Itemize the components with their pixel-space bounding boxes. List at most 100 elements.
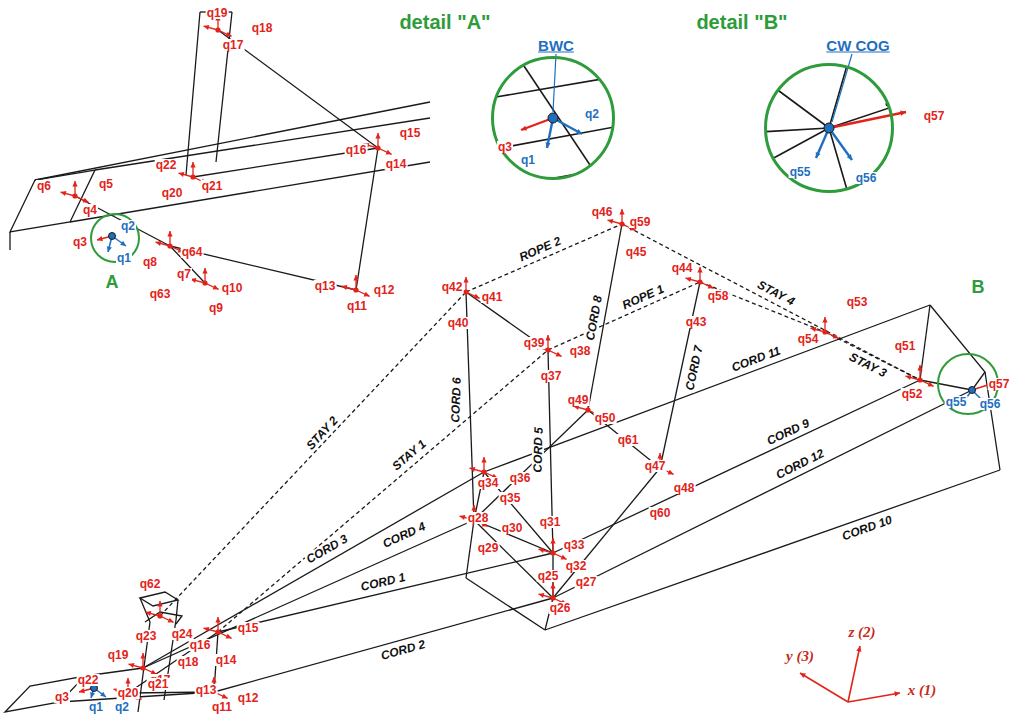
member-line: [143, 520, 474, 668]
dof-number: q58: [707, 290, 730, 302]
arrow-head: [90, 692, 95, 698]
dof-number: q36: [509, 472, 532, 484]
member-line: [218, 553, 553, 632]
arrow-head: [608, 219, 614, 224]
dof-number: q3: [54, 691, 70, 703]
dof-number: q27: [575, 576, 598, 588]
dof-number: q40: [447, 317, 470, 329]
arrow-head: [471, 505, 476, 510]
arrow-head: [100, 692, 106, 697]
member-line: [218, 30, 378, 148]
member-line: [553, 468, 660, 598]
arrow-head: [906, 375, 912, 380]
dof-number: q62: [139, 578, 162, 590]
dof-number: q50: [594, 412, 617, 424]
node-dot: [167, 243, 172, 248]
dof-number: q20: [117, 687, 140, 699]
arrow-head: [697, 267, 702, 272]
member-label: CORD 10: [840, 513, 895, 542]
node-dot: [190, 174, 195, 179]
dof-number: q15: [399, 127, 422, 139]
dof-number: q19: [206, 7, 229, 19]
arrow-head: [550, 583, 555, 588]
dof-number: q37: [540, 370, 563, 382]
cog-dot: [824, 123, 834, 133]
node-dot: [353, 287, 358, 292]
dof-number: q51: [894, 340, 917, 352]
dof-number: q22: [155, 159, 178, 171]
arrow-head: [463, 277, 468, 282]
dof-number: q43: [685, 316, 708, 328]
detail-tag: A: [105, 273, 120, 291]
node-dot: [72, 193, 77, 198]
arrow-head: [125, 678, 130, 683]
arrow-head: [539, 593, 545, 598]
dof-number: q14: [215, 654, 238, 666]
dof-number: q35: [499, 492, 522, 504]
arrow-head: [167, 231, 172, 236]
dof-number: q9: [208, 302, 224, 314]
dof-arrow: [829, 128, 852, 160]
arrow-head: [61, 191, 67, 196]
arrow-head: [556, 352, 562, 357]
member-label: ROPE 1: [620, 282, 667, 312]
arrow-head: [353, 275, 358, 280]
dof-number: q45: [625, 246, 648, 258]
dof-number: q25: [537, 570, 560, 582]
arrow-head: [470, 467, 476, 472]
dof-number: q63: [149, 288, 172, 300]
member-line: [466, 578, 545, 630]
dof-number: q11: [211, 701, 233, 713]
dof-number: q13: [314, 280, 337, 292]
dof-number: q41: [481, 291, 504, 303]
arrow-head: [140, 653, 145, 658]
member-label: CORD 6: [449, 376, 463, 424]
member-line: [920, 380, 972, 390]
node-dot: [215, 27, 220, 32]
stay-line: [160, 292, 466, 616]
arrow-head: [211, 677, 216, 682]
arrow-head: [481, 457, 486, 462]
arrow-head: [204, 627, 210, 632]
stay-line: [825, 332, 920, 380]
dof-number: q55: [789, 166, 812, 178]
arrow-head: [686, 277, 692, 282]
dof-arrow: [800, 673, 848, 702]
dof-number: q48: [673, 482, 696, 494]
dof-number: q64: [181, 246, 204, 258]
member-line: [775, 88, 829, 128]
node-dot: [550, 595, 555, 600]
member-line: [829, 62, 848, 128]
arrow-head: [157, 601, 162, 606]
detail-circle: detail "A"BWCq3q2q1: [491, 56, 615, 180]
dof-number: q2: [584, 108, 600, 120]
arrow-head: [521, 126, 527, 131]
dof-number: q1: [116, 252, 132, 264]
stay-line: [622, 224, 920, 380]
dof-number: q39: [523, 337, 546, 349]
axis-label: z (2): [847, 625, 876, 640]
dof-number: q21: [201, 180, 224, 192]
node-dot: [157, 613, 162, 618]
member-outline: [5, 676, 85, 712]
member-line: [553, 380, 920, 553]
dof-number: q26: [549, 602, 572, 614]
dof-number: q29: [477, 542, 500, 554]
dof-number: q49: [567, 394, 590, 406]
dof-number: q22: [77, 674, 100, 686]
node-dot: [917, 377, 922, 382]
member-outline: [10, 170, 95, 232]
node-dot: [886, 102, 891, 107]
dof-number: q15: [237, 622, 260, 634]
dof-number: q17: [222, 39, 245, 51]
point-name: BWC: [537, 38, 575, 53]
member-label: CORD 12: [773, 447, 827, 482]
member-line: [466, 520, 474, 578]
axis-label: y (3): [785, 649, 815, 664]
member-line: [760, 128, 829, 132]
member-line: [484, 305, 930, 472]
node-dot: [585, 407, 590, 412]
node-dot: [463, 289, 468, 294]
dof-arrow: [848, 646, 860, 702]
